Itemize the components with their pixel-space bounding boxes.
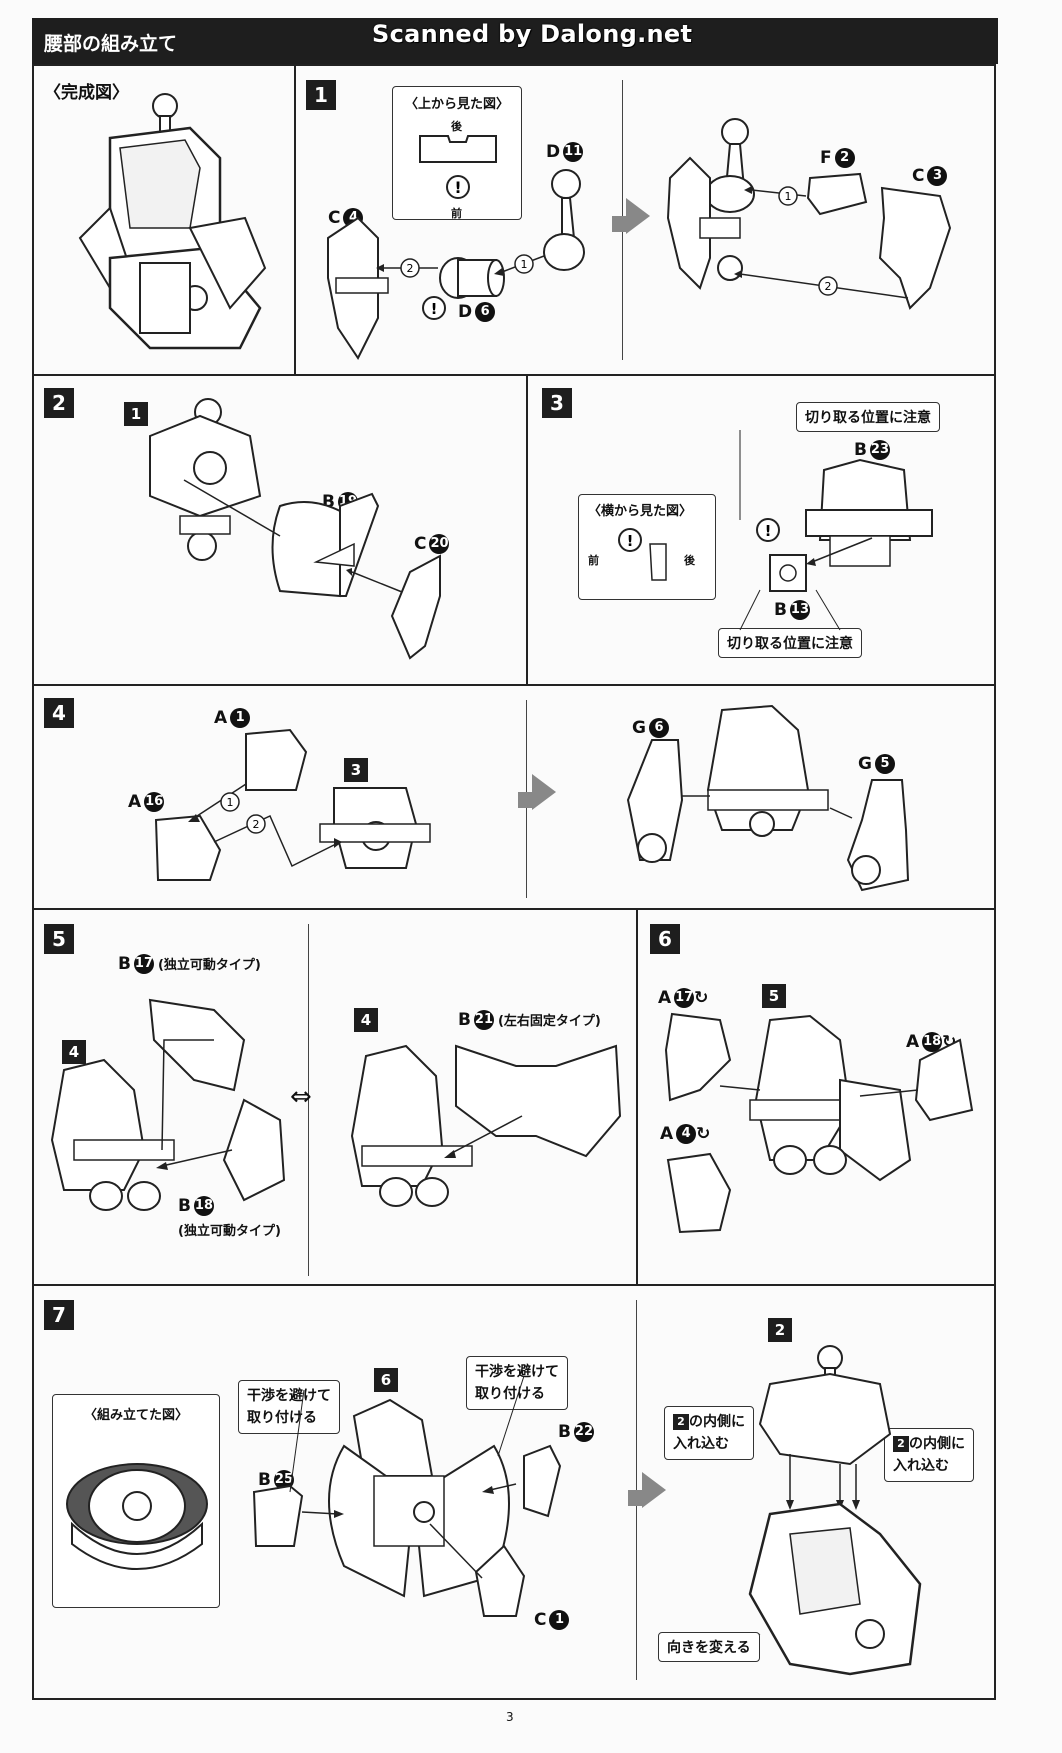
step7-assembly-diagram — [252, 1375, 562, 1617]
section-header-bar — [32, 18, 998, 64]
row-divider-3 — [32, 908, 996, 910]
step3-assembly-diagram: ! — [739, 430, 933, 631]
cut-position-note-top: 切り取る位置に注意 — [796, 402, 940, 432]
svg-text:1: 1 — [227, 796, 234, 809]
step5-right-diagram — [350, 1044, 622, 1207]
col-divider-row1 — [294, 64, 296, 374]
top-view-part-outline: ! — [419, 135, 497, 199]
row-divider-2 — [32, 684, 996, 686]
sub-assembly-ref-3: 3 — [344, 758, 368, 782]
assembled-view-label: 〈組み立てた図〉 — [84, 1408, 189, 1423]
row-divider-4 — [32, 1284, 996, 1286]
sub-assembly-ref-2: 2 — [768, 1318, 792, 1342]
top-view-front-label: 前 — [451, 207, 462, 220]
svg-text:!: ! — [431, 300, 438, 318]
scan-watermark: Scanned by Dalong.net — [372, 20, 693, 48]
svg-text:1: 1 — [785, 190, 792, 203]
step7-result-diagram — [729, 1345, 922, 1676]
avoid-interference-note-left: 干渉を避けて取り付ける — [238, 1380, 340, 1434]
step-number-4: 4 — [44, 698, 74, 728]
col-divider-row2 — [526, 374, 528, 684]
section-title: 腰部の組み立て — [44, 33, 178, 55]
step-number-5: 5 — [44, 924, 74, 954]
step-number-6: 6 — [650, 924, 680, 954]
swap-arrow-icon: ⇔ — [290, 1082, 312, 1112]
top-view-label: 〈上から見た図〉 — [405, 97, 510, 112]
side-view-back-label: 後 — [684, 554, 695, 567]
side-view-box — [578, 494, 716, 600]
side-view-part: ! — [618, 528, 667, 581]
col-divider-row4 — [636, 908, 638, 1284]
step-number-3: 3 — [542, 388, 572, 418]
step2-assembly-diagram — [149, 398, 441, 660]
avoid-interference-note-right: 干渉を避けて取り付ける — [466, 1356, 568, 1410]
step4-result-diagram — [626, 704, 910, 892]
b18-type-note: (独立可動タイプ) — [178, 1224, 281, 1239]
step-number-2: 2 — [44, 388, 74, 418]
step5-sub-divider — [308, 924, 309, 1276]
top-view-back-label: 後 — [451, 120, 462, 133]
order-1-badge: 1 — [521, 258, 528, 271]
step4-assembly-diagram: 1 2 — [154, 728, 431, 881]
svg-text:2: 2 — [253, 818, 260, 831]
rotate-icon: ↻ — [694, 988, 709, 1008]
assembled-top-view-illustration — [66, 1463, 208, 1570]
sub-assembly-ref-1: 1 — [124, 402, 148, 426]
completed-waist-illustration — [78, 93, 267, 350]
side-view-front-label: 前 — [588, 554, 599, 567]
svg-text:!: ! — [765, 522, 772, 540]
step1-assembly-diagram: 1 2 ! — [327, 169, 585, 360]
svg-text:!: ! — [454, 178, 461, 197]
order-2-badge: 2 — [407, 262, 414, 275]
sub-assembly-ref-5: 5 — [762, 984, 786, 1008]
change-orientation-note: 向きを変える — [658, 1632, 760, 1662]
instruction-frame — [32, 64, 996, 1700]
side-view-label: 〈横から見た図〉 — [588, 504, 693, 519]
row-divider-1 — [32, 374, 996, 376]
step5-left-diagram — [50, 998, 286, 1211]
cut-position-note-bottom: 切り取る位置に注意 — [718, 628, 862, 658]
step6-assembly-diagram — [664, 1012, 974, 1234]
rotate-icon: ↻ — [696, 1124, 711, 1144]
svg-text:2: 2 — [825, 280, 832, 293]
step-number-1: 1 — [306, 80, 336, 110]
sub-assembly-ref-4-left: 4 — [62, 1040, 86, 1064]
completed-view-label: 〈完成図〉 — [44, 83, 129, 103]
page-number: 3 — [506, 1710, 514, 1724]
step-number-7: 7 — [44, 1300, 74, 1330]
step1-result-diagram: 1 2 — [666, 118, 952, 310]
svg-text:!: ! — [627, 532, 634, 550]
sub-assembly-ref-6: 6 — [374, 1368, 398, 1392]
sub-assembly-ref-4-right: 4 — [354, 1008, 378, 1032]
